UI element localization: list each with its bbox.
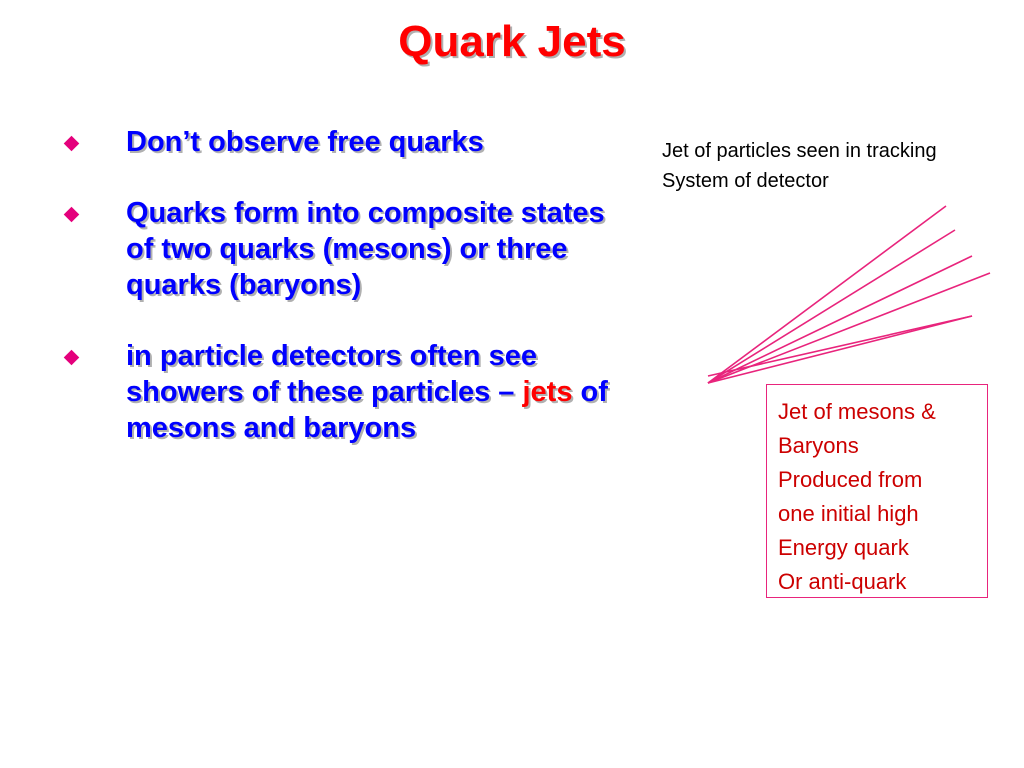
bullet-text: in particle detectors often see showers … xyxy=(126,338,622,446)
bullet-item: Quarks form into composite states of two… xyxy=(62,195,622,303)
bullet-item: in particle detectors often see showers … xyxy=(62,338,622,446)
caption-line: Jet of particles seen in tracking xyxy=(662,140,937,162)
box-line: one initial high xyxy=(778,501,919,526)
jet-track-line xyxy=(707,255,973,384)
box-line: Baryons xyxy=(778,433,859,458)
caption-line: System of detector xyxy=(662,170,829,192)
box-line: Jet of mesons & xyxy=(778,399,936,424)
jet-track-line xyxy=(707,315,973,377)
jets-highlight: jets xyxy=(522,376,573,408)
bullet-item: Don’t observe free quarks xyxy=(62,124,622,160)
box-line: Energy quark xyxy=(778,535,909,560)
box-line: Or anti-quark xyxy=(778,569,907,594)
bullet-text-after: of mesons and baryons xyxy=(126,376,608,444)
bullet-list: Don’t observe free quarks Quarks form in… xyxy=(62,124,622,481)
bullet-text: Quarks form into composite states of two… xyxy=(126,197,605,301)
jet-track-line xyxy=(707,315,973,384)
bullet-text-before: in particle detectors often see showers … xyxy=(126,340,537,408)
jet-track-line xyxy=(707,205,947,384)
jet-description-box: Jet of mesons & Baryons Produced from on… xyxy=(766,384,988,598)
slide-title: Quark Jets xyxy=(398,17,626,66)
bullet-text: Don’t observe free quarks xyxy=(126,126,484,158)
box-line: Produced from xyxy=(778,467,923,492)
tracking-caption: Jet of particles seen in tracking System… xyxy=(662,136,1022,196)
jet-track-line xyxy=(707,229,956,384)
